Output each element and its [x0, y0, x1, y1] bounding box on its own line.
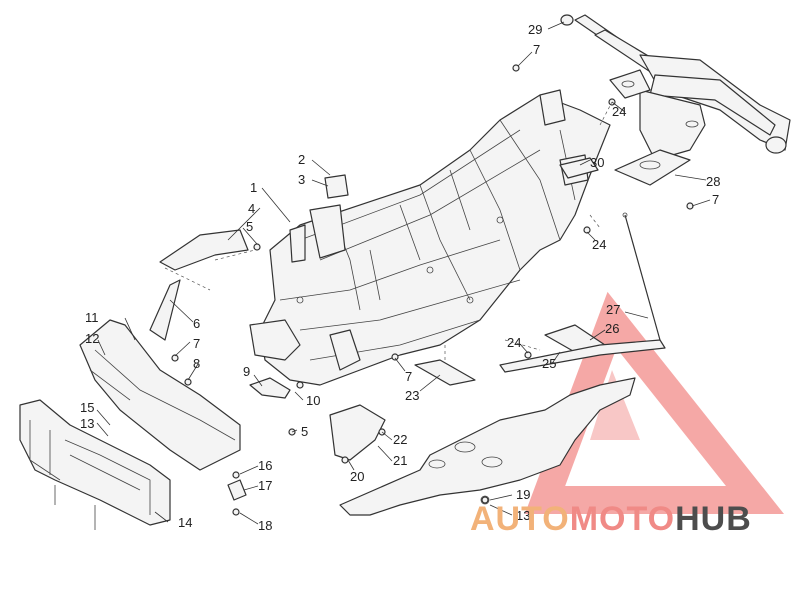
support-rod [622, 212, 661, 341]
top-tab [324, 174, 349, 199]
rear-bar [499, 339, 666, 373]
callout-5a: 5 [246, 219, 253, 234]
front-bumper [79, 319, 241, 471]
mount-bar [249, 377, 291, 399]
callout-22: 22 [393, 432, 407, 447]
callout-17: 17 [258, 478, 272, 493]
callout-19: 19 [516, 487, 530, 502]
watermark-logo-text: AUTOMOTOHUB [470, 500, 752, 539]
skid-plate [339, 377, 636, 516]
callout-24a: 24 [612, 104, 626, 119]
callout-2: 2 [298, 152, 305, 167]
callout-1: 1 [250, 180, 257, 195]
watermark-part-moto: MOTO [569, 500, 676, 538]
callout-3: 3 [298, 172, 305, 187]
callout-5b: 5 [301, 424, 308, 439]
callout-12: 12 [85, 331, 99, 346]
callout-20: 20 [350, 469, 364, 484]
callout-24b: 24 [592, 237, 606, 252]
callout-6: 6 [193, 316, 200, 331]
skid-bracket [329, 404, 386, 461]
callout-10: 10 [306, 393, 320, 408]
callout-15: 15 [80, 400, 94, 415]
leader-lines [96, 21, 711, 525]
callout-7b: 7 [193, 336, 200, 351]
callout-13b: 13 [516, 508, 530, 523]
side-bracket [149, 279, 181, 341]
front-brush-guard [19, 399, 171, 530]
guide-lines [164, 101, 613, 360]
callout-30: 30 [590, 155, 604, 170]
callout-27: 27 [606, 302, 620, 317]
callout-7a: 7 [533, 42, 540, 57]
watermark-part-auto: AUTO [470, 500, 570, 538]
callout-7d: 7 [712, 192, 719, 207]
front-bracket [159, 229, 249, 271]
callout-16: 16 [258, 458, 272, 473]
rear-plate [559, 157, 599, 179]
callout-21: 21 [393, 453, 407, 468]
callout-13a: 13 [80, 416, 94, 431]
callout-8: 8 [193, 356, 200, 371]
rear-rack [560, 14, 791, 186]
callout-29: 29 [528, 22, 542, 37]
callout-18: 18 [258, 518, 272, 533]
callout-25: 25 [542, 356, 556, 371]
frame-pad [414, 359, 476, 386]
main-frame [249, 89, 611, 386]
callout-9: 9 [243, 364, 250, 379]
callout-labels: 1 2 3 4 5 5 6 7 7 7 7 8 9 10 11 12 13 13… [80, 22, 720, 533]
callout-7c: 7 [405, 369, 412, 384]
callout-4: 4 [248, 201, 255, 216]
callout-11: 11 [85, 310, 99, 325]
watermark-part-hub: HUB [675, 500, 752, 538]
callout-23: 23 [405, 388, 419, 403]
callout-14: 14 [178, 515, 192, 530]
callout-24c: 24 [507, 335, 521, 350]
callout-26: 26 [605, 321, 619, 336]
callout-28: 28 [706, 174, 720, 189]
